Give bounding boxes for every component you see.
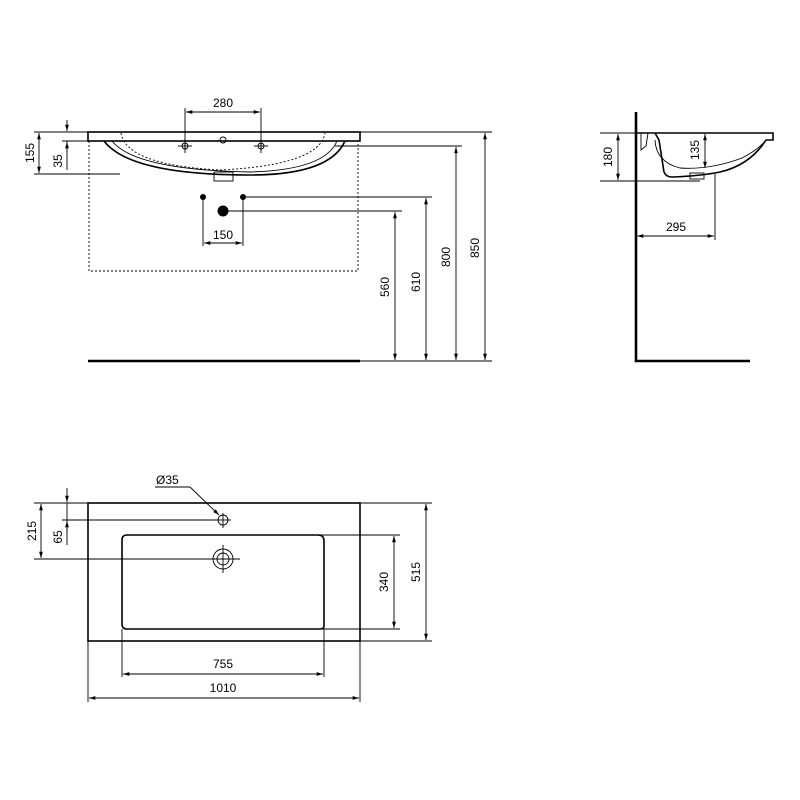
dim-295: 295 — [666, 220, 686, 234]
bowl-inner — [111, 140, 338, 173]
dim-340: 340 — [377, 572, 391, 592]
dim-610: 610 — [409, 272, 423, 292]
dim-215: 215 — [25, 521, 39, 541]
dim-135: 135 — [688, 140, 702, 160]
side-waste — [689, 172, 705, 180]
overflow-hole — [219, 136, 227, 144]
dim-1010: 1010 — [210, 681, 237, 695]
basin-rim — [87, 131, 361, 142]
dim-155: 155 — [23, 143, 37, 163]
bowl-outer — [103, 140, 346, 176]
dim-150: 150 — [213, 228, 233, 242]
front-view: 280 150 560 610 800 850 155 — [23, 96, 492, 363]
dim-515: 515 — [409, 562, 423, 582]
basin-profile — [637, 132, 774, 178]
dim-850: 850 — [468, 238, 482, 258]
dim-diameter-35: Ø35 — [156, 473, 179, 487]
dim-65: 65 — [51, 530, 65, 544]
waste-outlet — [213, 171, 234, 182]
dim-280: 280 — [213, 96, 233, 110]
dim-35: 35 — [51, 154, 65, 168]
top-view: Ø35 215 65 340 515 755 1010 — [25, 473, 432, 702]
dim-180: 180 — [601, 147, 615, 167]
dim-560: 560 — [378, 277, 392, 297]
cabinet-outline — [88, 141, 359, 272]
top-outline — [87, 502, 361, 642]
bowl-hidden — [120, 132, 326, 171]
bowl-rectangle — [121, 534, 325, 630]
side-view: 180 135 295 — [600, 112, 774, 363]
dim-800: 800 — [439, 247, 453, 267]
dim-755: 755 — [213, 657, 233, 671]
